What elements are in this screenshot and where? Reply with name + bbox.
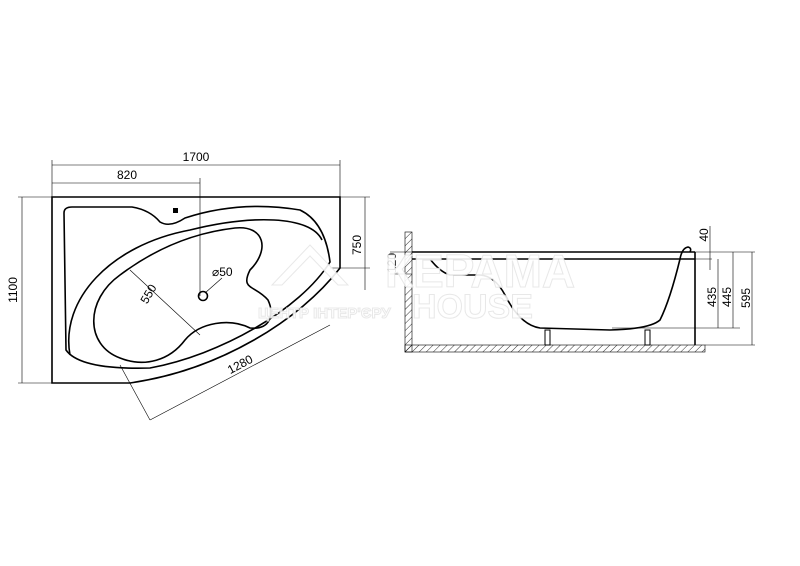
tub-profile [429,258,681,331]
drain-circle [197,290,209,302]
top-view: 1700 820 1100 750 1280 550 ⌀50 [6,150,370,421]
watermark-tagline: ЦЕНТР ІНТЕР'ЄРУ [258,305,391,322]
watermark-brand-line2: HOUSE [412,288,533,326]
dim-height-label: 595 [739,288,753,308]
tub-backrest-line [67,218,323,356]
dim-depth-label: 445 [720,287,734,307]
dim-rim-label: 40 [697,228,711,242]
side-view: 120 40 435 445 595 [385,226,755,353]
tub-legs [544,329,651,346]
tub-inner-basin [92,227,272,364]
overflow-mark [173,208,178,213]
watermark-brand-line1: КЕРАМА [385,245,575,297]
dim-rim-offset-label: 120 [385,253,399,273]
watermark-logo: КЕРАМА HOUSE ЦЕНТР ІНТЕР'ЄРУ [258,244,576,327]
dim-length-label: 1700 [183,150,210,164]
tub-rim-outline [63,205,331,369]
floor-hatch [404,344,706,353]
dim-inner-label: 550 [137,282,159,307]
dim-width-label: 1100 [6,277,20,303]
dim-side-label: 750 [350,235,364,255]
dim-diagonal-label: 1280 [225,352,255,377]
dim-drain-offset-label: 820 [117,168,137,182]
dim-depth-inner-label: 435 [705,287,719,307]
dim-drain-diameter-label: ⌀50 [212,265,233,279]
